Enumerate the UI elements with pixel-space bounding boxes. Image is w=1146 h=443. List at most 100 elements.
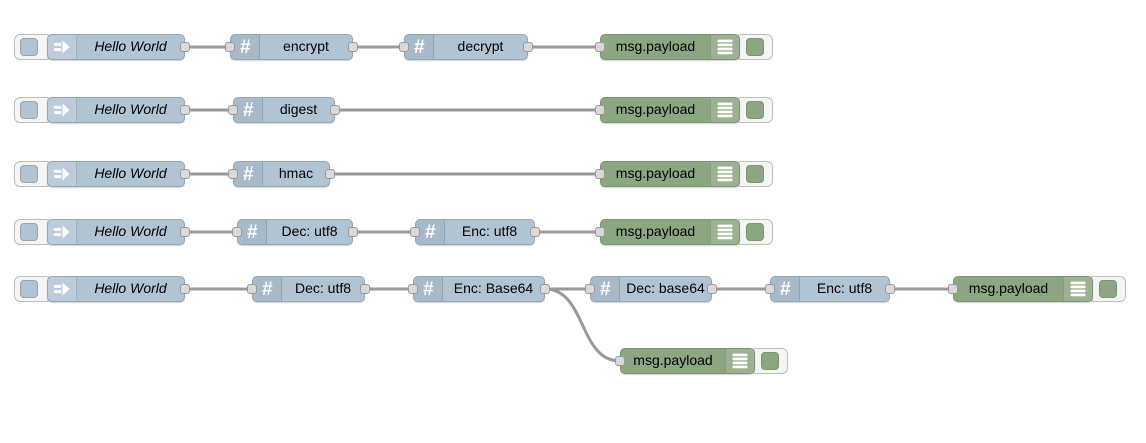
hash-icon: # — [239, 36, 251, 58]
hash-node[interactable]: # Dec: base64 — [590, 276, 712, 302]
node-label: digest — [279, 101, 318, 117]
node-label: encrypt — [283, 38, 329, 54]
node-label: Hello World — [94, 280, 167, 296]
debug-toggle-button[interactable] — [746, 101, 764, 119]
input-port[interactable] — [232, 227, 242, 237]
debug-toggle-button[interactable] — [1099, 280, 1117, 298]
inject-arrow-icon-area — [48, 98, 77, 122]
debug-node[interactable]: msg.payload — [600, 34, 740, 60]
input-port[interactable] — [595, 227, 605, 237]
node-label: Hello World — [94, 38, 167, 54]
node-label: Hello World — [94, 165, 167, 181]
inject-arrow-icon — [53, 40, 70, 54]
inject-node[interactable]: Hello World — [47, 97, 185, 123]
hash-node[interactable]: #Enc: utf8 — [415, 219, 535, 245]
input-port[interactable] — [615, 356, 625, 366]
input-port[interactable] — [228, 105, 238, 115]
inject-arrow-icon — [53, 103, 70, 117]
node-label: Dec: utf8 — [281, 223, 338, 239]
debug-toggle-button[interactable] — [746, 38, 764, 56]
debug-toggle-button[interactable] — [746, 165, 764, 183]
wire[interactable] — [543, 287, 622, 363]
output-port[interactable] — [707, 284, 717, 294]
hash-icon-area: # — [414, 277, 443, 301]
output-port[interactable] — [530, 227, 540, 237]
inject-node[interactable]: Hello World — [47, 276, 185, 302]
output-port[interactable] — [348, 227, 358, 237]
hash-icon: # — [242, 163, 254, 185]
node-label: Enc: utf8 — [816, 280, 873, 296]
output-port[interactable] — [540, 284, 550, 294]
node-label: msg.payload — [615, 38, 696, 54]
input-port[interactable] — [225, 42, 235, 52]
output-port[interactable] — [330, 105, 340, 115]
debug-list-icon-area — [710, 98, 739, 122]
output-port[interactable] — [180, 42, 190, 52]
debug-toggle-button[interactable] — [761, 352, 779, 370]
inject-node[interactable]: Hello World — [47, 219, 185, 245]
input-port[interactable] — [595, 42, 605, 52]
input-port[interactable] — [228, 169, 238, 179]
hash-icon-area: # — [591, 277, 620, 301]
output-port[interactable] — [180, 169, 190, 179]
debug-list-icon-area — [710, 220, 739, 244]
hash-node[interactable]: # encrypt — [230, 34, 353, 60]
hash-node[interactable]: # Dec: utf8 — [237, 219, 353, 245]
hash-icon: # — [261, 278, 273, 300]
output-port[interactable] — [523, 42, 533, 52]
debug-list-icon — [732, 353, 748, 369]
debug-node[interactable]: msg.payload — [600, 161, 740, 187]
hash-node[interactable]: #hmac — [233, 161, 330, 187]
hash-icon: # — [779, 278, 791, 300]
input-port[interactable] — [247, 284, 257, 294]
hash-icon-area: # — [231, 35, 260, 59]
inject-button[interactable] — [20, 38, 38, 56]
input-port[interactable] — [585, 284, 595, 294]
hash-node[interactable]: # decrypt — [404, 34, 528, 60]
debug-list-icon — [717, 102, 733, 118]
hash-node[interactable]: #Dec: utf8 — [252, 276, 365, 302]
debug-node[interactable]: msg.payload — [600, 219, 740, 245]
output-port[interactable] — [360, 284, 370, 294]
node-label: msg.payload — [968, 280, 1049, 296]
hash-icon: # — [424, 221, 436, 243]
node-label: msg.payload — [615, 165, 696, 181]
hash-node[interactable]: #Enc: Base64 — [413, 276, 545, 302]
input-port[interactable] — [399, 42, 409, 52]
debug-node[interactable]: msg.payload — [620, 348, 755, 374]
hash-node[interactable]: # Enc: utf8 — [770, 276, 890, 302]
inject-arrow-icon-area — [48, 35, 77, 59]
output-port[interactable] — [885, 284, 895, 294]
debug-list-icon-area — [1063, 277, 1092, 301]
debug-node[interactable]: msg.payload — [600, 97, 740, 123]
input-port[interactable] — [410, 227, 420, 237]
inject-button[interactable] — [20, 101, 38, 119]
inject-button[interactable] — [20, 223, 38, 241]
input-port[interactable] — [595, 169, 605, 179]
output-port[interactable] — [180, 105, 190, 115]
output-port[interactable] — [348, 42, 358, 52]
input-port[interactable] — [765, 284, 775, 294]
inject-button[interactable] — [20, 165, 38, 183]
node-label: Dec: base64 — [626, 280, 705, 296]
hash-icon: # — [246, 221, 258, 243]
output-port[interactable] — [180, 284, 190, 294]
hash-icon-area: # — [234, 98, 263, 122]
hash-icon-area: # — [253, 277, 282, 301]
output-port[interactable] — [325, 169, 335, 179]
input-port[interactable] — [408, 284, 418, 294]
inject-node[interactable]: Hello World — [47, 161, 185, 187]
output-port[interactable] — [180, 227, 190, 237]
node-label: decrypt — [457, 38, 504, 54]
input-port[interactable] — [948, 284, 958, 294]
hash-node[interactable]: # digest — [233, 97, 335, 123]
debug-list-icon-area — [710, 35, 739, 59]
debug-toggle-button[interactable] — [746, 223, 764, 241]
hash-icon-area: # — [405, 35, 434, 59]
inject-node[interactable]: Hello World — [47, 34, 185, 60]
debug-list-icon-area — [710, 162, 739, 186]
debug-node[interactable]: msg.payload — [953, 276, 1093, 302]
inject-button[interactable] — [20, 280, 38, 298]
input-port[interactable] — [595, 105, 605, 115]
